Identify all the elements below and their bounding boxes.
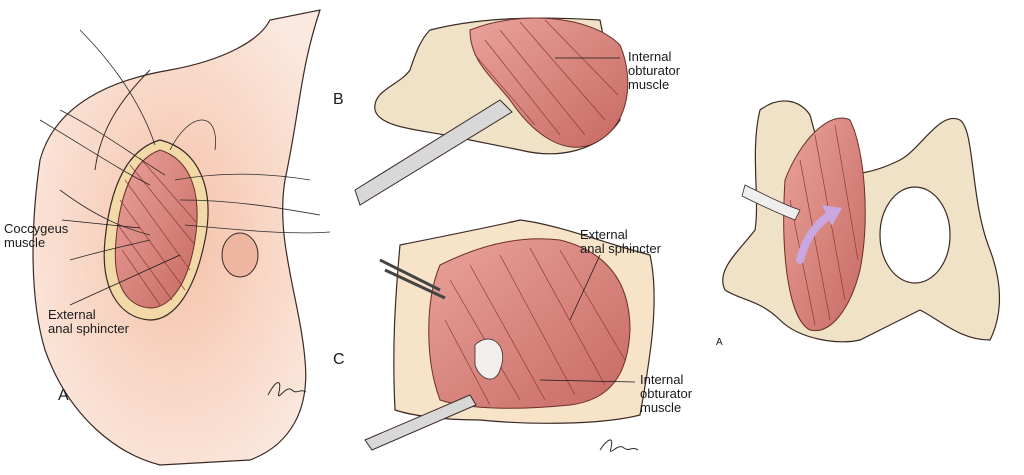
label-internal-obturator-b: Internal obturator muscle	[628, 49, 681, 92]
leader-coccygeus	[61, 219, 141, 229]
label-coccygeus-muscle: Coccygeus muscle	[4, 221, 69, 250]
retractor-b	[354, 99, 513, 206]
panel-letter-right: A	[716, 337, 723, 348]
sutures	[39, 29, 331, 261]
label-external-anal-sphincter-c: External anal sphincter	[580, 227, 661, 256]
exposed-muscle	[114, 149, 198, 309]
retractor-c	[364, 394, 477, 451]
label-external-sphincter: External anal sphincter	[48, 307, 129, 336]
panel-letter-b: B	[333, 91, 344, 108]
leader-external-sphincter	[69, 254, 181, 306]
leader-external-anal-sphincter-c	[569, 254, 601, 321]
obturator-foramen	[879, 186, 951, 284]
artist-signature-c	[599, 439, 639, 452]
panel-letter-left: A	[58, 387, 69, 404]
obturator-muscle-right	[783, 117, 866, 332]
panel-right-drawing	[722, 100, 1000, 343]
tendon-c	[474, 338, 504, 380]
panel-left-drawing	[32, 9, 331, 466]
forceps-c	[379, 258, 446, 300]
label-internal-obturator-c: Internal obturator muscle	[640, 372, 693, 415]
skin-contour	[94, 69, 151, 171]
muscle-fibers-b	[474, 19, 619, 136]
panel-letter-c: C	[333, 351, 345, 368]
artist-signature	[267, 382, 307, 397]
panel-c-drawing	[364, 219, 655, 452]
panel-b-drawing	[354, 17, 629, 206]
rotation-arrow	[796, 211, 834, 264]
tendon-bundle-right	[741, 184, 801, 221]
obturator-muscle-b	[469, 17, 629, 148]
leader-internal-obturator-c	[539, 379, 636, 383]
rotation-arrow-head	[822, 205, 842, 226]
anal-opening	[221, 232, 259, 278]
exposed-muscle-c	[428, 238, 631, 409]
